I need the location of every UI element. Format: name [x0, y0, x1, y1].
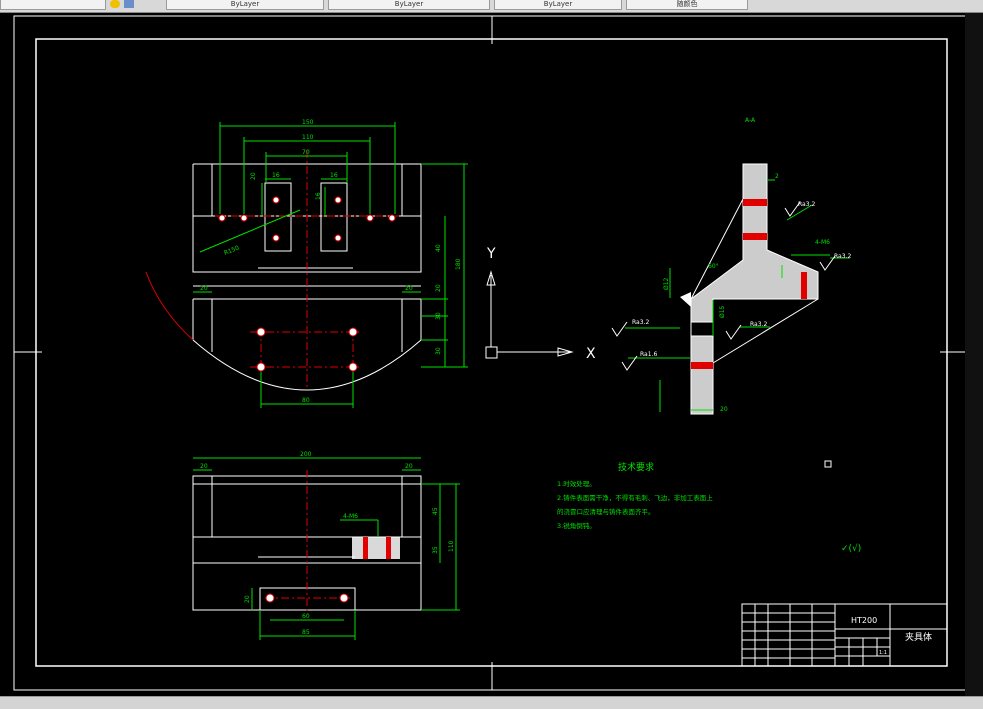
lineweight-combo-label: ByLayer: [543, 0, 573, 8]
dim-30-b: 30: [435, 347, 442, 355]
dim-40: 40: [435, 244, 442, 252]
drawing-canvas[interactable]: 150 110 70 16 16 20 16 R150 20 20 80 40 …: [0, 13, 983, 696]
front-view-hatch: [352, 537, 400, 559]
dim-110-vert: 110: [448, 540, 455, 552]
section-20: 20: [720, 406, 728, 413]
dim-front-20-right: 20: [405, 463, 413, 470]
dim-80: 80: [302, 397, 310, 404]
section-angle: 60°: [708, 263, 719, 270]
top-view-centerlines: [215, 150, 400, 390]
dim-front-20-vert: 20: [244, 595, 251, 603]
dim-4-m6-front: 4-M6: [343, 513, 358, 520]
section-dim-text: Ra3.2 Ra3.2 Ra3.2 Ra1.6 Ra3.2 2 4-M6 60°…: [632, 173, 851, 413]
plotstyle-combo[interactable]: 随颜色: [626, 0, 748, 10]
section-4-m6: 4-M6: [815, 239, 830, 246]
color-combo-label: ByLayer: [230, 0, 260, 8]
sheet-inner-border: [35, 38, 948, 667]
arc-r150: [145, 271, 194, 341]
dim-150: 150: [302, 119, 314, 126]
dim-110: 110: [302, 134, 314, 141]
dim-200: 200: [300, 451, 312, 458]
title-block: [741, 603, 948, 667]
dim-20-left: 20: [200, 285, 208, 292]
title-part-name: 夹具体: [905, 631, 932, 643]
dim-60: 60: [302, 613, 310, 620]
roughness-symbols: [611, 201, 836, 371]
title-scale: 1:1: [879, 650, 887, 656]
ra16: Ra1.6: [640, 351, 657, 358]
ra32-a: Ra3.2: [798, 201, 815, 208]
dim-70: 70: [302, 149, 310, 156]
dim-85: 85: [302, 629, 310, 636]
tech-line-1: 1.时效处理。: [557, 479, 596, 488]
tech-requirements: 技术要求 1.时效处理。 2.铸件表面需干净，不得有毛刺、飞边，非加工表面上 的…: [557, 461, 713, 530]
linetype-combo-label: ByLayer: [394, 0, 424, 8]
dim-180: 180: [455, 258, 462, 270]
front-view-dims: [193, 457, 460, 640]
toolbar-icons: [108, 0, 152, 10]
tech-line-4: 3.锐角倒钝。: [557, 521, 596, 530]
top-view-dim-text: 150 110 70 16 16 20 16 R150 20 20 80 40 …: [200, 119, 462, 404]
tech-line-2: 2.铸件表面需干净，不得有毛刺、飞边，非加工表面上: [557, 493, 713, 502]
dim-45: 45: [432, 507, 439, 515]
tech-title: 技术要求: [618, 461, 654, 473]
section-dims: [625, 179, 850, 412]
plotstyle-combo-label: 随颜色: [676, 0, 698, 8]
sheet-outer-border: [13, 15, 970, 691]
dim-20-a: 20: [435, 284, 442, 292]
status-bar: [0, 696, 983, 709]
front-view-centerlines: [265, 470, 350, 615]
dim-35: 35: [432, 546, 439, 554]
top-view-dims: [193, 122, 468, 408]
section-d15: Ø15: [719, 305, 726, 318]
vertical-scrollbar[interactable]: [965, 13, 983, 696]
dim-20-vert: 20: [250, 172, 257, 180]
roughness-note: ✓(√): [841, 543, 861, 554]
dim-16-right: 16: [330, 172, 338, 179]
grip-marker[interactable]: [824, 460, 832, 468]
section-note-2: 2: [775, 173, 779, 180]
ra32-c: Ra3.2: [632, 319, 649, 326]
toolbar-left-combo[interactable]: [0, 0, 106, 10]
ra32-d: Ra3.2: [750, 321, 767, 328]
ucs-icon: [485, 270, 574, 359]
toolbar: ByLayer ByLayer ByLayer 随颜色: [0, 0, 983, 13]
dim-front-20-left: 20: [200, 463, 208, 470]
section-d12: Ø12: [663, 277, 670, 290]
dim-16-left: 16: [272, 172, 280, 179]
dim-20-right: 20: [405, 285, 413, 292]
tech-line-3: 的浇冒口应清理与铸件表面齐平。: [557, 507, 655, 516]
color-combo[interactable]: ByLayer: [166, 0, 324, 10]
front-view-holes: [265, 593, 349, 603]
layer-state-icon[interactable]: [124, 0, 134, 8]
top-view-holes: [218, 196, 396, 372]
section-title: A-A: [745, 117, 756, 124]
dim-16-vert: 16: [315, 192, 322, 200]
linetype-combo[interactable]: ByLayer: [328, 0, 490, 10]
lineweight-combo[interactable]: ByLayer: [494, 0, 622, 10]
cad-drawing: 150 110 70 16 16 20 16 R150 20 20 80 40 …: [13, 15, 970, 691]
dim-30-a: 30: [435, 312, 442, 320]
front-view-dim-text: 200 20 20 45 35 110 20 60 85 4-M6: [200, 451, 455, 636]
top-view: [192, 163, 422, 391]
dim-r150: R150: [223, 244, 240, 256]
axis-x-label: X: [586, 346, 596, 362]
title-material: HT200: [851, 616, 877, 625]
ra32-b: Ra3.2: [834, 253, 851, 260]
layer-color-icon[interactable]: [110, 0, 120, 8]
axis-y-label: Y: [486, 246, 496, 262]
